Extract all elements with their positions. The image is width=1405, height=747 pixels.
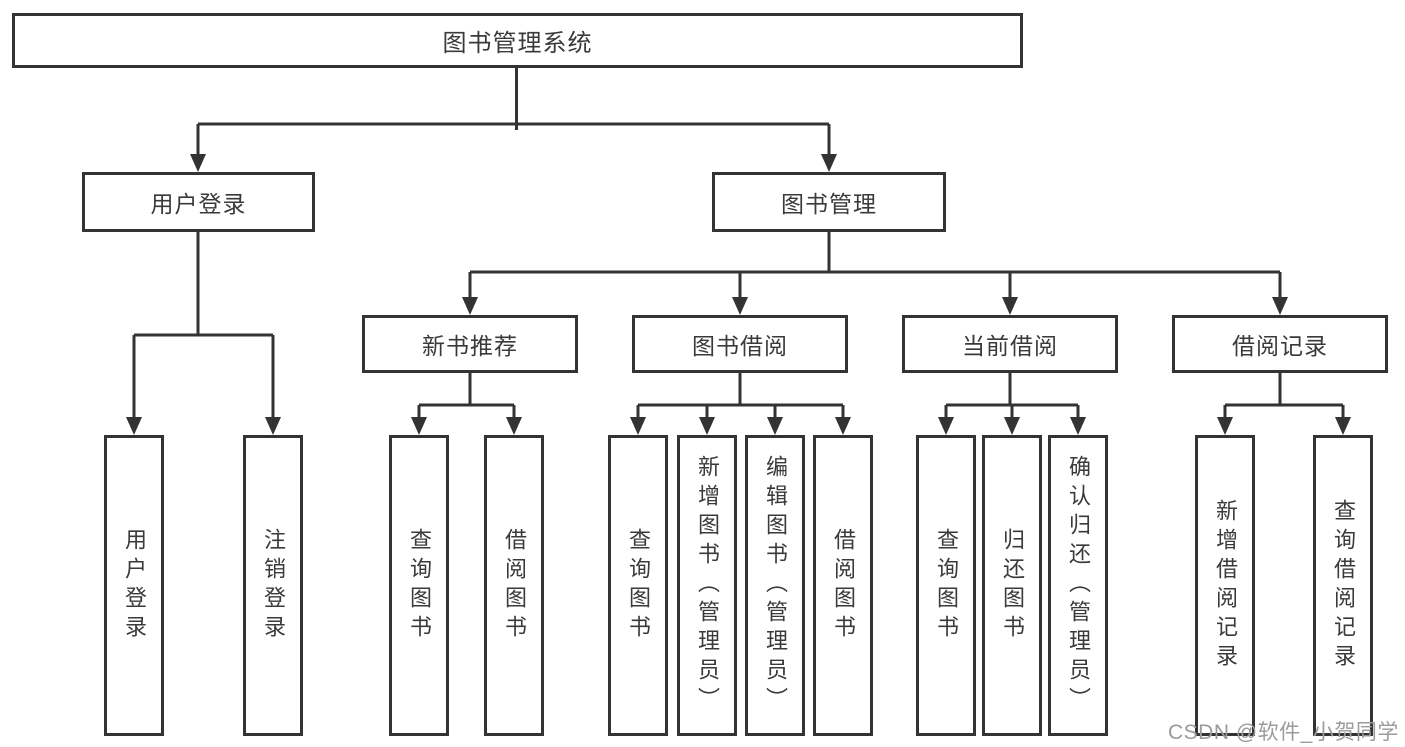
node-leaf-query-books-current: 查询图书	[916, 435, 976, 736]
node-new-book-recommend: 新书推荐	[362, 315, 578, 373]
node-leaf-query-borrow-record: 查询借阅记录	[1313, 435, 1373, 736]
node-root-library-management-system: 图书管理系统	[12, 13, 1023, 68]
node-book-borrow: 图书借阅	[632, 315, 848, 373]
node-book-management-branch: 图书管理	[712, 172, 946, 232]
node-leaf-edit-books-admin: 编辑图书（管理员）	[745, 435, 805, 736]
node-leaf-logout: 注销登录	[243, 435, 303, 736]
csdn-watermark: CSDN @软件_小贺同学	[1168, 721, 1399, 744]
node-leaf-confirm-return-admin: 确认归还（管理员）	[1048, 435, 1108, 736]
node-leaf-return-books: 归还图书	[982, 435, 1042, 736]
node-leaf-borrow-books-recommend: 借阅图书	[484, 435, 544, 736]
node-leaf-add-borrow-record: 新增借阅记录	[1195, 435, 1255, 736]
node-borrow-records: 借阅记录	[1172, 315, 1388, 373]
node-leaf-add-books-admin: 新增图书（管理员）	[677, 435, 737, 736]
node-leaf-borrow-books: 借阅图书	[813, 435, 873, 736]
node-leaf-query-books-borrow: 查询图书	[608, 435, 668, 736]
node-user-login-branch: 用户登录	[82, 172, 315, 232]
node-current-borrow: 当前借阅	[902, 315, 1118, 373]
node-leaf-user-login: 用户登录	[104, 435, 164, 736]
node-leaf-query-books-recommend: 查询图书	[389, 435, 449, 736]
